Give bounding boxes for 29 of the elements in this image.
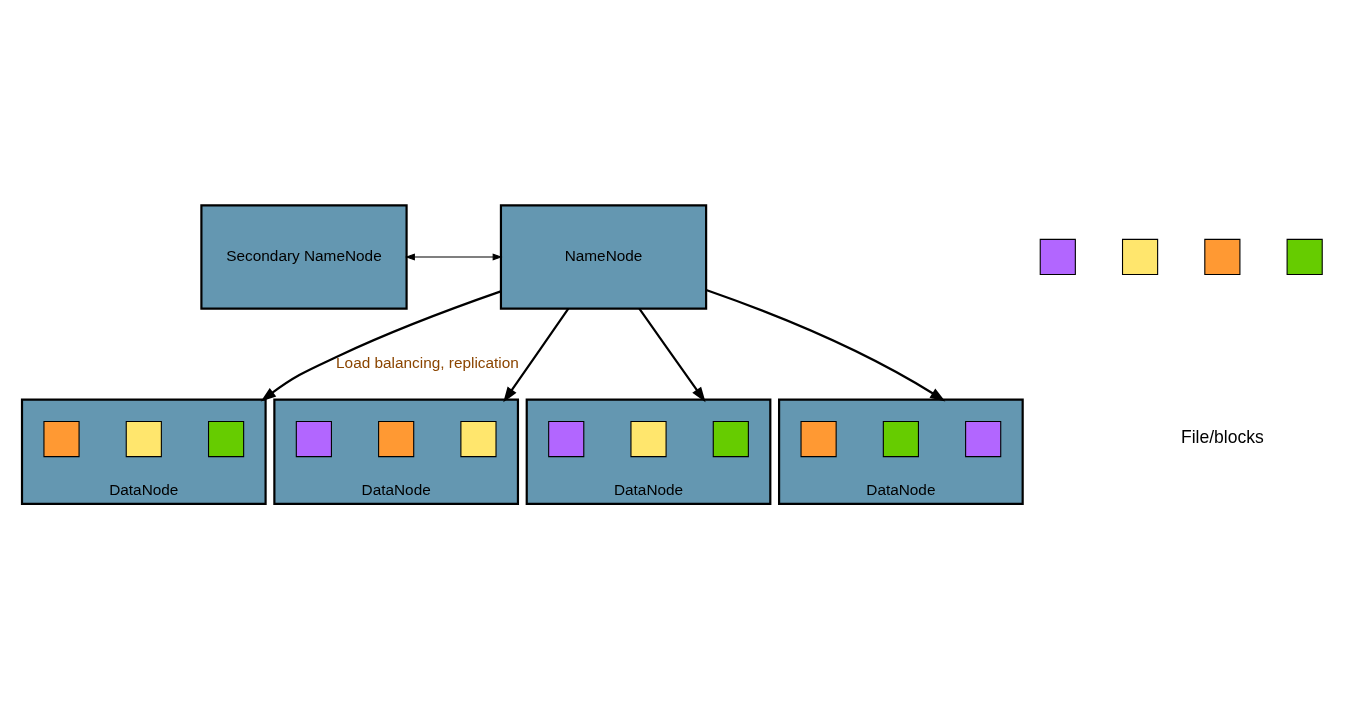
node-box [712, 421, 749, 458]
node-box [1204, 238, 1241, 276]
arrow [405, 253, 503, 261]
cluster: DataNode [525, 398, 772, 505]
arrow [638, 308, 706, 403]
node-box [208, 421, 245, 458]
node-box [630, 421, 667, 458]
node-box [800, 421, 837, 458]
node-box [378, 421, 415, 458]
cluster: DataNode [273, 398, 520, 505]
node-box [965, 421, 1002, 458]
arrow [503, 308, 570, 403]
node-box [295, 421, 332, 458]
cluster: DataNode [20, 398, 267, 505]
node-box [1286, 238, 1323, 276]
cluster: DataNode [778, 398, 1024, 505]
node-box [1039, 238, 1076, 276]
node-box [1121, 238, 1159, 276]
node-box: NameNode [499, 204, 708, 310]
edge-label: Load balancing, replication [336, 354, 519, 371]
arrow [260, 290, 502, 402]
node-box [460, 421, 497, 458]
arrow [705, 288, 946, 402]
node-box [125, 421, 162, 458]
node-box: Secondary NameNode [200, 204, 408, 310]
node-box [548, 421, 585, 458]
node-box [882, 421, 919, 458]
label: File/blocks [1180, 427, 1264, 448]
node-box [43, 421, 80, 458]
